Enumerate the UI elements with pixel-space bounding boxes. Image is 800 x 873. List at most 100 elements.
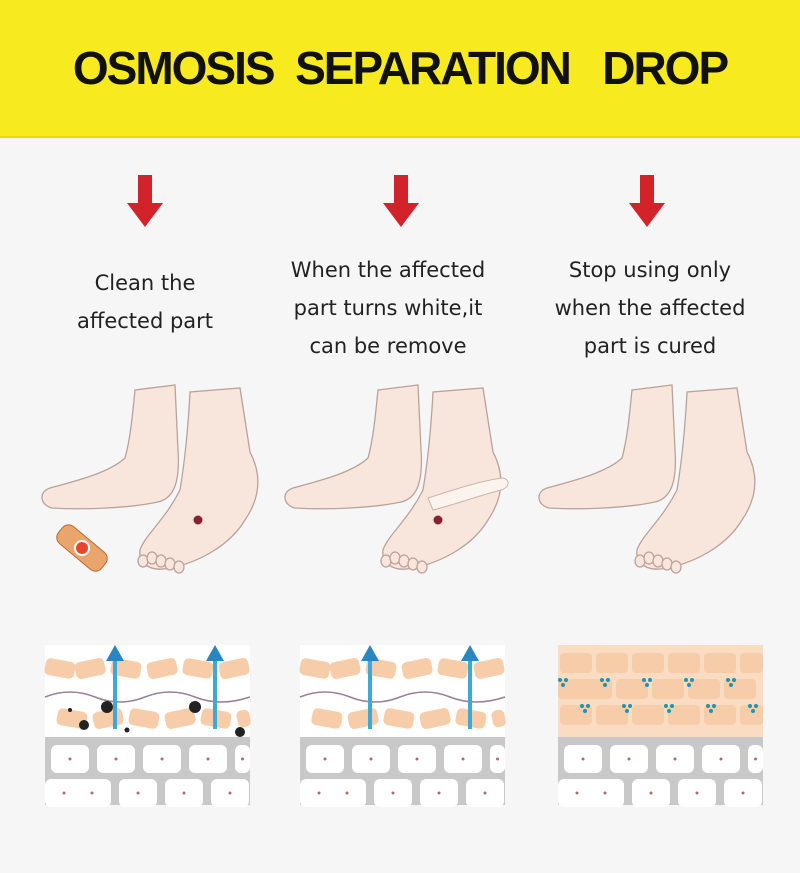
- healing-dot: [561, 683, 565, 687]
- tissue-cell: [236, 709, 251, 728]
- healing-dot: [606, 678, 610, 682]
- cell-nucleus: [575, 791, 579, 795]
- feet-pair: [284, 384, 509, 574]
- step-line: part turns white,it: [293, 296, 483, 320]
- cell-nucleus: [160, 757, 164, 761]
- cell-nucleus: [206, 757, 210, 761]
- healing-dot: [648, 678, 652, 682]
- skin-diagrams: [44, 645, 763, 807]
- step-3-text: Stop using only when the affected part i…: [520, 251, 780, 365]
- healing-dot: [726, 678, 730, 682]
- cell-nucleus: [754, 757, 757, 761]
- front-foot: [636, 387, 756, 570]
- tissue-cell: [218, 657, 250, 679]
- feet-illustrations: [41, 384, 756, 574]
- healing-dot: [600, 678, 604, 682]
- step-line: part is cured: [583, 334, 717, 358]
- tissue-cell: [110, 658, 142, 679]
- healing-dot: [754, 704, 758, 708]
- tissue-cell: [560, 705, 592, 725]
- step-line: can be remove: [309, 334, 467, 358]
- title-banner: [0, 0, 800, 138]
- plaster-patch: [56, 524, 108, 572]
- cell-nucleus: [345, 791, 349, 795]
- cell-nucleus: [695, 791, 699, 795]
- peeling-skin: [427, 477, 509, 511]
- cell-nucleus: [461, 757, 465, 761]
- tissue-cell: [704, 705, 736, 725]
- tissue-cell: [383, 708, 415, 729]
- tissue-cell: [128, 708, 160, 729]
- tissue-cell: [704, 653, 736, 673]
- step-line: Clean the: [94, 271, 196, 295]
- tissue-cell: [632, 705, 664, 725]
- toe: [416, 560, 428, 574]
- osmosis-arrow-shaft: [368, 657, 372, 729]
- healing-dot: [622, 704, 626, 708]
- back-foot: [41, 384, 180, 510]
- healing-dot: [670, 704, 674, 708]
- skin-diagram: [558, 645, 763, 807]
- tissue-cell: [401, 657, 433, 679]
- toxin-particle: [101, 701, 113, 713]
- cell-nucleus: [369, 757, 373, 761]
- step-line: when the affected: [554, 296, 746, 320]
- tissue-cell: [311, 708, 343, 729]
- osmosis-arrow-head: [361, 645, 379, 661]
- cell-nucleus: [114, 757, 118, 761]
- step-line: Stop using only: [568, 258, 732, 282]
- toxin-particle: [68, 708, 72, 712]
- page-title: OSMOSIS SEPARATION DROP: [72, 42, 729, 94]
- front-foot: [139, 387, 259, 570]
- step-2-text: When the affected part turns white,it ca…: [258, 251, 518, 365]
- toxin-particle: [235, 727, 245, 737]
- back-foot: [538, 384, 677, 510]
- tissue-cell: [329, 657, 361, 679]
- cell-nucleus: [317, 791, 321, 795]
- tissue-cell: [596, 653, 628, 673]
- affected-spot: [193, 515, 203, 525]
- cell-nucleus: [182, 791, 186, 795]
- toe: [670, 560, 682, 574]
- cell-nucleus: [90, 791, 94, 795]
- healing-dot: [564, 678, 568, 682]
- toe: [173, 560, 185, 574]
- osmosis-arrow-head: [106, 645, 124, 661]
- healing-dot: [558, 678, 562, 682]
- cell-nucleus: [437, 791, 441, 795]
- healing-dot: [709, 709, 713, 713]
- step-line: affected part: [76, 309, 214, 333]
- toxin-particle: [189, 701, 201, 713]
- feet-pair: [41, 384, 259, 574]
- cell-nucleus: [673, 757, 677, 761]
- cell-nucleus: [415, 757, 419, 761]
- tissue-cell: [146, 657, 178, 679]
- cell-nucleus: [62, 791, 66, 795]
- healing-dot: [645, 683, 649, 687]
- healing-dot: [586, 704, 590, 708]
- healing-dot: [625, 709, 629, 713]
- healing-dot: [690, 678, 694, 682]
- tissue-cell: [419, 707, 451, 729]
- tissue-cell: [616, 679, 648, 699]
- down-arrow-icon: [383, 175, 419, 227]
- tissue-cell: [164, 707, 196, 729]
- step-1-text: Clean the affected part: [15, 264, 275, 340]
- healing-dot: [642, 678, 646, 682]
- cell-nucleus: [649, 791, 653, 795]
- cell-nucleus: [323, 757, 327, 761]
- tissue-cell: [580, 679, 612, 699]
- healing-dot: [729, 683, 733, 687]
- healing-dot: [628, 704, 632, 708]
- cell-nucleus: [228, 791, 232, 795]
- skin-diagram: [299, 645, 506, 807]
- cell-nucleus: [496, 757, 499, 761]
- tissue-cell: [491, 709, 506, 728]
- healing-dot: [603, 683, 607, 687]
- cell-nucleus: [741, 791, 745, 795]
- healing-dot: [667, 709, 671, 713]
- healing-dot: [706, 704, 710, 708]
- cell-nucleus: [391, 791, 395, 795]
- step-line: When the affected: [290, 258, 486, 282]
- tissue-cell: [560, 653, 592, 673]
